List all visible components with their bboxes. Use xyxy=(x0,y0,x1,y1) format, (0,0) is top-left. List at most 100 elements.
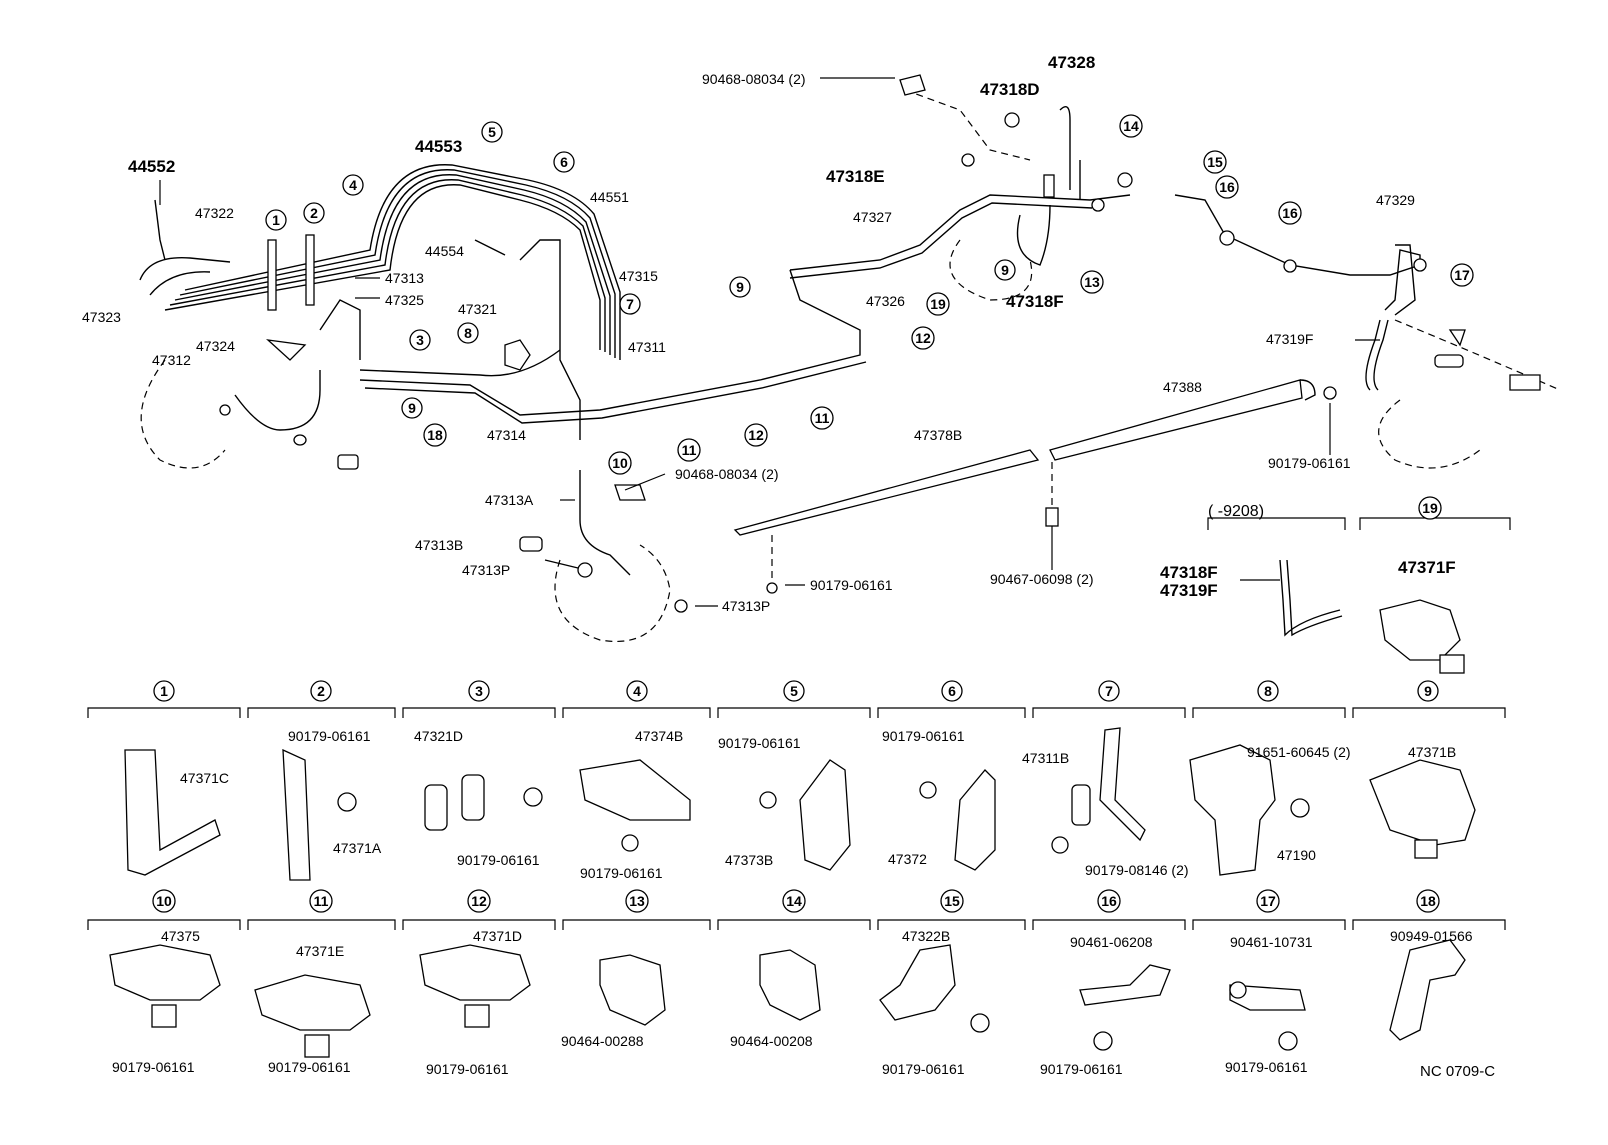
label-90179-center: 90179-06161 xyxy=(810,577,893,593)
svg-text:9: 9 xyxy=(736,279,744,295)
label-range: ( -9208) xyxy=(1208,503,1264,520)
row1-label-8a: 91651-60645 (2) xyxy=(1247,744,1351,760)
callout-9c: 9 xyxy=(994,259,1016,281)
row2-label-90461-06208: 90461-06208 xyxy=(1070,934,1153,950)
leader-lines xyxy=(159,77,1380,607)
svg-text:11: 11 xyxy=(682,442,697,458)
label-47313b: 47313B xyxy=(415,537,463,553)
callout-13a: 13 xyxy=(1080,270,1104,294)
callout-11a: 11 xyxy=(677,438,701,462)
svg-text:16: 16 xyxy=(1101,893,1117,909)
svg-text:8: 8 xyxy=(464,325,472,341)
callout-19a: 19 xyxy=(926,292,950,316)
svg-text:16: 16 xyxy=(1282,205,1298,221)
svg-text:4: 4 xyxy=(633,683,641,699)
row1-label-47371a: 47371A xyxy=(333,840,382,856)
label-90468-mid: 90468-08034 (2) xyxy=(675,466,779,482)
row2-label-12b: 90179-06161 xyxy=(426,1061,509,1077)
callout-17a: 17 xyxy=(1450,263,1474,287)
svg-text:14: 14 xyxy=(786,893,802,909)
svg-text:9: 9 xyxy=(408,400,416,416)
callout-4: 4 xyxy=(342,174,364,196)
label-44551: 44551 xyxy=(590,189,629,205)
label-47322: 47322 xyxy=(195,205,234,221)
label-47312: 47312 xyxy=(152,352,191,368)
label-47323: 47323 xyxy=(82,309,121,325)
svg-text:1: 1 xyxy=(160,683,168,699)
callout-19b: 19 xyxy=(1418,496,1442,520)
svg-text:8: 8 xyxy=(1264,683,1272,699)
svg-text:10: 10 xyxy=(612,455,628,471)
label-47318f: 47318F xyxy=(1006,292,1064,311)
label-44553: 44553 xyxy=(415,137,462,156)
svg-text:11: 11 xyxy=(314,893,329,909)
callout-16a: 16 xyxy=(1215,175,1239,199)
row1-label-47373b: 47373B xyxy=(725,852,773,868)
svg-text:3: 3 xyxy=(416,332,424,348)
row2-label-47371d: 47371D xyxy=(473,928,522,944)
svg-text:4: 4 xyxy=(349,177,357,193)
right-tubes xyxy=(1174,194,1561,469)
mid-tubes xyxy=(789,74,1133,301)
label-47326: 47326 xyxy=(866,293,905,309)
rail-parts xyxy=(733,379,1337,594)
callout-5: 5 xyxy=(481,121,503,143)
row1-label-2a: 90179-06161 xyxy=(288,728,371,744)
row2-label-11b: 90179-06161 xyxy=(268,1059,351,1075)
svg-text:14: 14 xyxy=(1123,118,1139,134)
label-47319f: 47319F xyxy=(1266,331,1313,347)
callout-11b: 11 xyxy=(810,406,834,430)
svg-text:12: 12 xyxy=(471,893,487,909)
center-caliper-group xyxy=(504,339,688,642)
row2-label-90464-00208: 90464-00208 xyxy=(730,1033,813,1049)
svg-text:2: 2 xyxy=(310,205,318,221)
row2-callout-11: 11 xyxy=(309,889,333,913)
row1-label-47190: 47190 xyxy=(1277,847,1316,863)
label-47318e: 47318E xyxy=(826,167,885,186)
row2-label-47375: 47375 xyxy=(161,928,200,944)
detail-row-2 xyxy=(87,919,1506,1058)
row2-label-90949-01566: 90949-01566 xyxy=(1390,928,1473,944)
label-90467: 90467-06098 (2) xyxy=(990,571,1094,587)
label-44552: 44552 xyxy=(128,157,175,176)
row1-label-47311b: 47311B xyxy=(1022,750,1069,766)
label-47318d: 47318D xyxy=(980,80,1040,99)
label-47325: 47325 xyxy=(385,292,424,308)
callout-16b: 16 xyxy=(1278,201,1302,225)
svg-text:6: 6 xyxy=(560,154,568,170)
label-47378b: 47378B xyxy=(914,427,962,443)
label-47324: 47324 xyxy=(196,338,235,354)
callout-10a: 10 xyxy=(608,451,632,475)
callout-1: 1 xyxy=(265,209,287,231)
row1-callout-7: 7 xyxy=(1098,680,1120,702)
callout-9a: 9 xyxy=(401,397,423,419)
label-47313: 47313 xyxy=(385,270,424,286)
row2-label-47371e: 47371E xyxy=(296,943,344,959)
label-44554: 44554 xyxy=(425,243,464,259)
row1-callout-2: 2 xyxy=(310,680,332,702)
row1-callout-8: 8 xyxy=(1257,680,1279,702)
callout-7: 7 xyxy=(619,293,641,315)
inset-19 xyxy=(1207,517,1511,674)
label-47388: 47388 xyxy=(1163,379,1202,395)
svg-text:9: 9 xyxy=(1424,683,1432,699)
svg-text:6: 6 xyxy=(948,683,956,699)
svg-text:1: 1 xyxy=(272,212,280,228)
callout-3: 3 xyxy=(409,329,431,351)
row1-callout-6: 6 xyxy=(941,680,963,702)
svg-text:7: 7 xyxy=(626,296,634,312)
svg-text:19: 19 xyxy=(1422,500,1438,516)
row1-label-4b: 90179-06161 xyxy=(580,865,663,881)
callout-12b: 12 xyxy=(911,326,935,350)
row1-label-47321d: 47321D xyxy=(414,728,463,744)
label-47371f: 47371F xyxy=(1398,558,1456,577)
svg-text:12: 12 xyxy=(748,427,764,443)
row1-label-47372: 47372 xyxy=(888,851,927,867)
callout-8: 8 xyxy=(457,322,479,344)
row2-label-47322b: 47322B xyxy=(902,928,950,944)
svg-text:17: 17 xyxy=(1454,267,1470,283)
svg-text:18: 18 xyxy=(427,427,443,443)
row1-callout-4: 4 xyxy=(626,680,648,702)
